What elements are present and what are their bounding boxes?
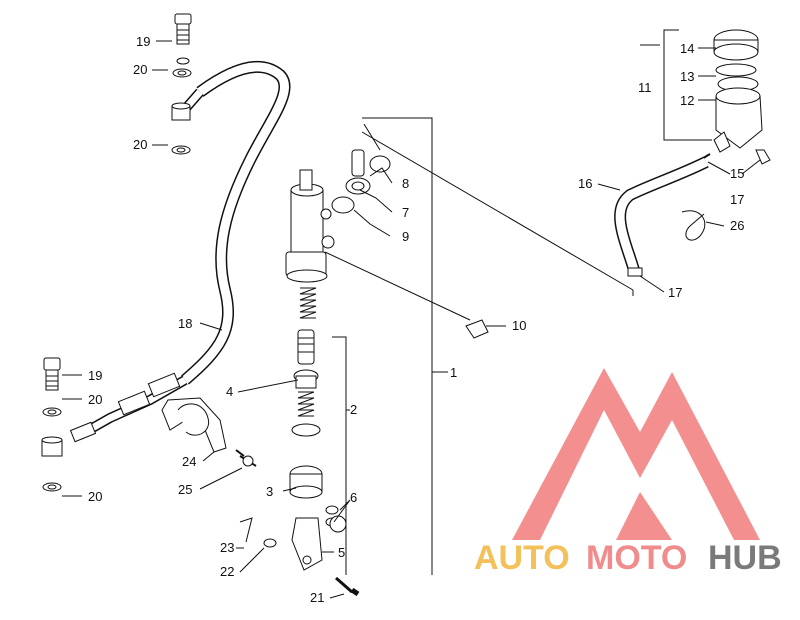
callout-1: 1 xyxy=(450,365,457,380)
clevis-icon xyxy=(239,505,360,597)
callout-20-left: 20 xyxy=(88,392,102,407)
callout-20-bottom: 20 xyxy=(88,489,102,504)
master-cylinder-icon xyxy=(285,169,335,283)
callout-8: 8 xyxy=(402,176,409,191)
reservoir-icon xyxy=(699,29,771,165)
callout-16: 16 xyxy=(578,176,592,191)
svg-text:AUTO: AUTO xyxy=(474,539,570,577)
inlet-fitting-icon xyxy=(331,149,391,214)
hose-lower-fitting-icon xyxy=(41,357,181,492)
callout-5: 5 xyxy=(338,545,345,560)
callout-14: 14 xyxy=(680,41,694,56)
callout-17-right: 17 xyxy=(730,192,744,207)
svg-text:MOTO: MOTO xyxy=(586,539,687,577)
callout-3: 3 xyxy=(266,484,273,499)
hose-clip-icon xyxy=(681,210,706,241)
callout-25: 25 xyxy=(178,482,192,497)
svg-text:HUB: HUB xyxy=(708,539,782,577)
callout-19-top: 19 xyxy=(136,34,150,49)
callout-12: 12 xyxy=(680,93,694,108)
callout-labels: 19 20 20 19 20 20 18 4 3 24 25 23 22 21 … xyxy=(88,34,744,605)
callout-20-top: 20 xyxy=(133,62,147,77)
callout-10: 10 xyxy=(512,318,526,333)
callout-26: 26 xyxy=(730,218,744,233)
watermark-text: AUTO MOTO HUB xyxy=(474,539,782,577)
bolt-icon xyxy=(324,251,489,339)
callout-17-bottom: 17 xyxy=(668,285,682,300)
callout-9: 9 xyxy=(402,229,409,244)
clamp-icon xyxy=(161,397,257,467)
piston-assembly-icon xyxy=(289,287,323,499)
hose-upper-fitting-icon xyxy=(171,13,192,155)
callout-6: 6 xyxy=(350,490,357,505)
callout-21: 21 xyxy=(310,590,324,605)
callout-23: 23 xyxy=(220,540,234,555)
assembly-brackets xyxy=(332,29,712,575)
callout-24: 24 xyxy=(182,454,196,469)
callout-2: 2 xyxy=(350,402,357,417)
callout-18: 18 xyxy=(178,316,192,331)
watermark-logo-icon xyxy=(512,368,760,540)
callout-11: 11 xyxy=(638,80,652,95)
callout-13: 13 xyxy=(680,69,694,84)
callout-19-left: 19 xyxy=(88,368,102,383)
callout-20-mid: 20 xyxy=(133,137,147,152)
callout-22: 22 xyxy=(220,564,234,579)
brake-hose xyxy=(77,61,291,440)
callout-15: 15 xyxy=(730,166,744,181)
reservoir-hose xyxy=(614,156,709,277)
callout-7: 7 xyxy=(402,205,409,220)
callout-4: 4 xyxy=(226,384,233,399)
leader-lines xyxy=(62,40,761,599)
